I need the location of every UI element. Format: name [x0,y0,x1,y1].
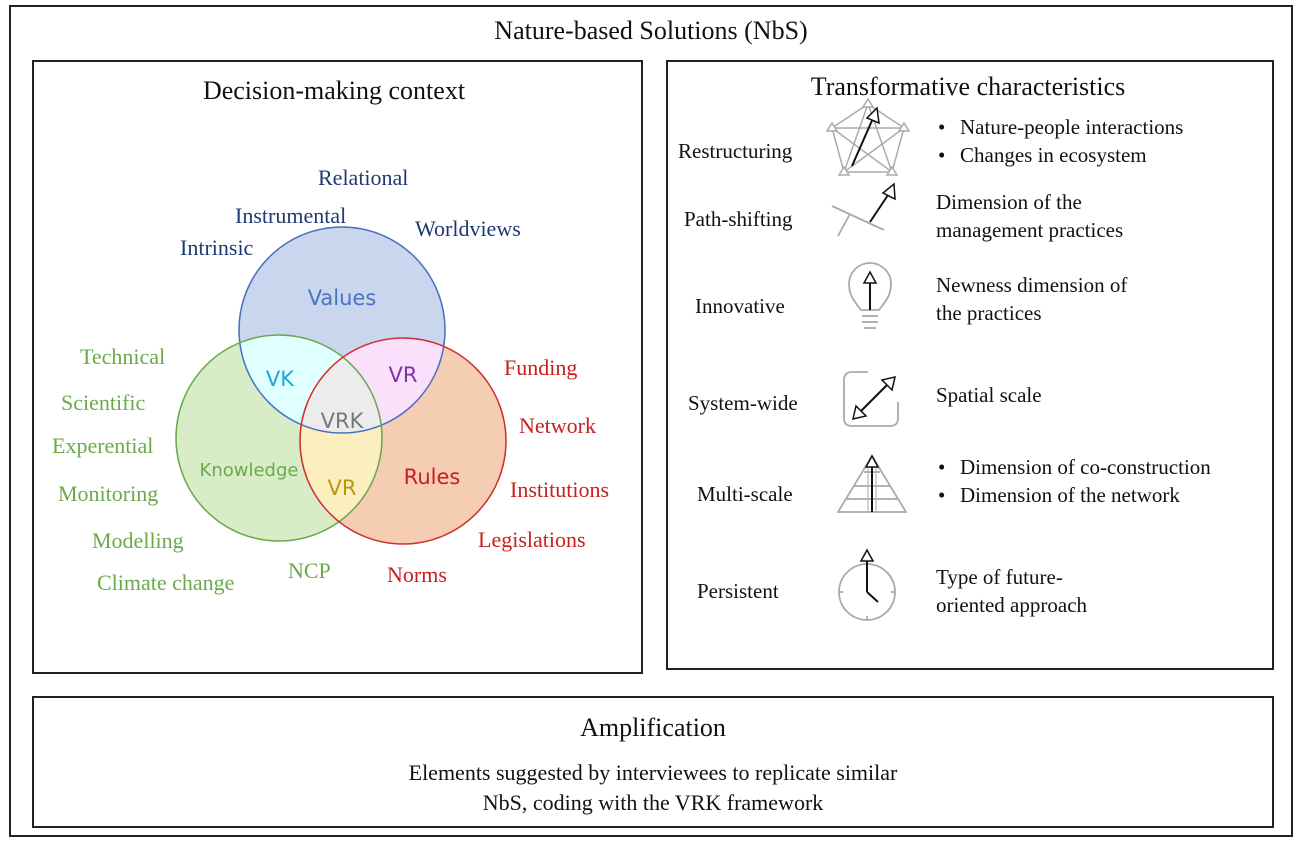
venn-label-vk: VK [266,367,295,391]
bullet-item: Nature-people interactions [936,113,1183,141]
system-wide-description: Spatial scale [936,383,1042,407]
description-line: Dimension of the [936,190,1082,214]
nbs-frame [9,5,1293,837]
rules-term-network: Network [519,413,596,438]
rules-term-funding: Funding [504,355,578,380]
amplification-line-1: Elements suggested by interviewees to re… [408,760,898,785]
rules-term-legislations: Legislations [478,527,586,552]
bullet-item: Changes in ecosystem [936,141,1183,169]
venn-label-rules: Rules [404,465,461,489]
knowledge-term-experential: Experential [52,433,154,458]
knowledge-term-climate-change: Climate change [97,570,235,595]
amplification-panel [32,696,1274,828]
knowledge-term-monitoring: Monitoring [58,481,159,506]
char-label-innovative: Innovative [695,294,785,318]
path-shifting-description: Dimension of the management practices [936,188,1123,244]
bullet-item: Dimension of co-construction [936,453,1211,481]
multi-scale-bullets: Dimension of co-construction Dimension o… [936,453,1211,509]
venn-label-knowledge: Knowledge [200,460,299,481]
persistent-description: Type of future- oriented approach [936,563,1087,619]
rules-term-institutions: Institutions [510,477,610,502]
venn-label-values: Values [308,286,377,310]
venn-label-vr-top: VR [389,363,418,387]
description-line: the practices [936,301,1042,325]
transformative-panel [666,60,1274,670]
venn-label-vrk: VRK [321,409,365,433]
char-label-restructuring: Restructuring [678,139,793,163]
values-term-worldviews: Worldviews [415,216,521,241]
knowledge-term-scientific: Scientific [61,390,146,415]
values-term-instrumental: Instrumental [235,203,347,228]
restructuring-bullets: Nature-people interactions Changes in ec… [936,113,1183,169]
char-label-path-shifting: Path-shifting [684,207,793,231]
vrk-venn-diagram: Values Knowledge Rules VK VR VR VRK [175,226,507,545]
lightbulb-arrow-icon [848,262,892,329]
network-arrow-icon [826,97,911,176]
char-label-system-wide: System-wide [688,391,798,415]
transformative-title: Transformative characteristics [810,72,1126,101]
amplification-title: Amplification [580,713,726,742]
values-term-intrinsic: Intrinsic [180,235,254,260]
description-line: Newness dimension of [936,273,1128,297]
knowledge-term-technical: Technical [80,344,166,369]
bullet-item: Dimension of the network [936,481,1211,509]
char-label-multi-scale: Multi-scale [697,482,793,506]
rules-term-norms: Norms [387,562,447,587]
decision-context-panel [32,60,643,674]
expand-arrows-icon [843,371,899,427]
innovative-description: Newness dimension of the practices [936,271,1127,327]
char-label-persistent: Persistent [697,579,779,603]
decision-context-title: Decision-making context [202,76,466,105]
clock-arrow-icon [838,548,896,621]
amplification-line-2: NbS, coding with the VRK framework [482,790,824,815]
description-line: Type of future- [936,565,1063,589]
venn-label-vr-bottom: VR [328,476,357,500]
description-line: management practices [936,218,1124,242]
knowledge-term-modelling: Modelling [92,528,184,553]
pyramid-arrow-icon [836,454,908,513]
values-term-relational: Relational [318,165,409,190]
description-line: oriented approach [936,593,1088,617]
page-title: Nature-based Solutions (NbS) [494,16,808,45]
path-shift-arrow-icon [831,182,896,237]
knowledge-term-ncp: NCP [288,558,331,583]
